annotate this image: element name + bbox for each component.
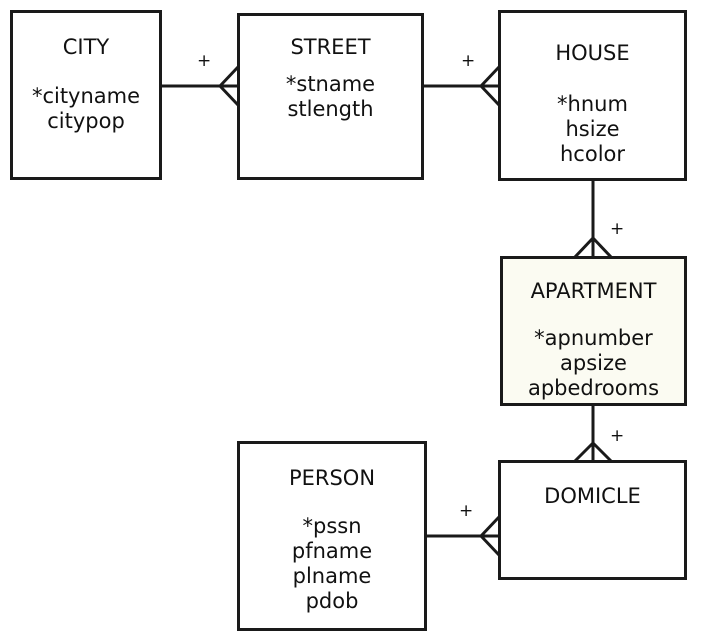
attribute: citypop (47, 109, 125, 133)
link-person-domicile (426, 515, 501, 557)
entity-title: APARTMENT (530, 279, 657, 303)
attribute-primary-key: *pssn (302, 514, 362, 538)
attribute-list: *hnum hsize hcolor (501, 92, 684, 167)
cardinality-city-street: + (197, 51, 212, 71)
attribute: pdob (305, 589, 359, 613)
entity-title: HOUSE (555, 41, 630, 65)
attribute-list: *cityname citypop (13, 84, 159, 134)
entity-house[interactable]: HOUSE *hnum hsize hcolor (498, 10, 687, 181)
attribute: hcolor (559, 142, 626, 166)
attribute-primary-key: *stname (285, 72, 376, 96)
link-house-apartment (573, 180, 613, 259)
attribute: apsize (560, 351, 627, 375)
entity-title: CITY (62, 35, 110, 59)
cardinality-street-house: + (461, 51, 476, 71)
entity-title: DOMICLE (544, 484, 641, 508)
attribute-list: *stname stlength (240, 72, 421, 122)
attribute-primary-key: *hnum (557, 92, 628, 116)
attribute: stlength (287, 97, 374, 121)
attribute-list: *apnumber apsize apbedrooms (503, 326, 684, 401)
entity-domicile[interactable]: DOMICLE (498, 460, 687, 580)
attribute: hsize (565, 117, 620, 141)
link-city-street (161, 65, 240, 107)
entity-title: STREET (290, 35, 371, 59)
attribute: plname (292, 564, 372, 588)
attribute-primary-key: *apnumber (534, 326, 653, 350)
entity-person[interactable]: PERSON *pssn pfname plname pdob (237, 441, 427, 631)
attribute-primary-key: *cityname (31, 84, 141, 108)
attribute-list: *pssn pfname plname pdob (240, 514, 424, 614)
entity-title: PERSON (288, 466, 376, 490)
entity-street[interactable]: STREET *stname stlength (237, 13, 424, 180)
link-street-house (424, 65, 501, 107)
cardinality-apartment-domicile: + (610, 426, 625, 446)
entity-apartment[interactable]: APARTMENT *apnumber apsize apbedrooms (500, 256, 687, 406)
entity-city[interactable]: CITY *cityname citypop (10, 10, 162, 180)
cardinality-house-apartment: + (610, 219, 625, 239)
attribute: pfname (291, 539, 373, 563)
cardinality-person-domicile: + (459, 501, 474, 521)
attribute: apbedrooms (527, 376, 660, 400)
link-apartment-domicile (573, 405, 613, 463)
